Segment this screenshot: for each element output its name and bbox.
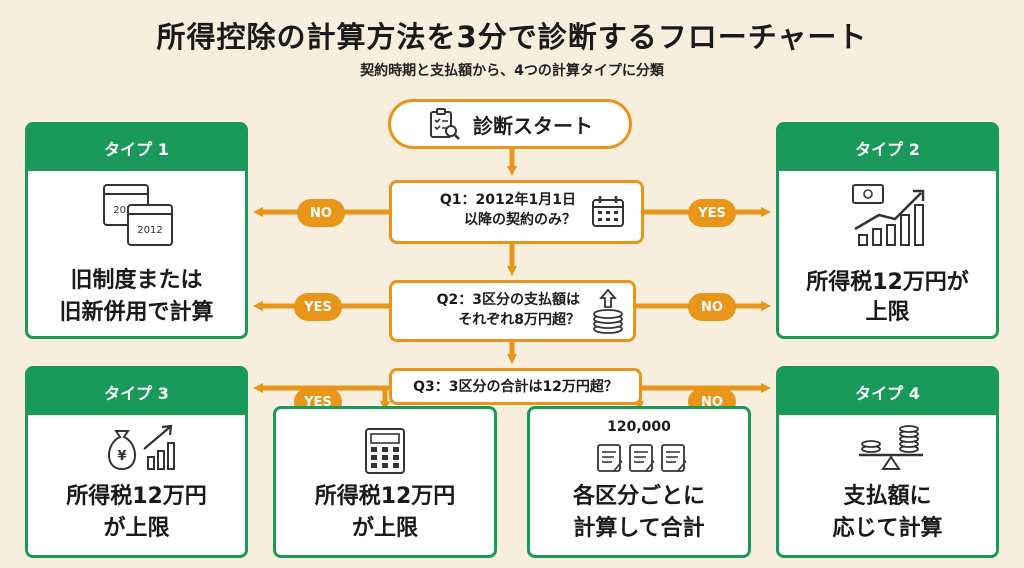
- clipboard-search-icon: [430, 108, 460, 140]
- calendars-icon: 2011 2012: [103, 184, 173, 246]
- yen-symbol-text: ¥: [117, 449, 126, 464]
- type1-header: タイプ 1: [28, 125, 245, 171]
- calendar-icon: [592, 196, 624, 227]
- type4-line1: 支払額に: [843, 484, 932, 509]
- type2-header: タイプ 2: [779, 125, 996, 171]
- type2-line2: 上限: [865, 300, 910, 325]
- pill-q1-yes: YES: [688, 199, 736, 227]
- q3-line1: Q3：3区分の合計は12万円超？: [413, 379, 618, 395]
- page-title: 所得控除の計算方法を3分で診断するフローチャート: [156, 20, 868, 54]
- coins-up-arrow-icon: [593, 288, 623, 334]
- result2-line1: 各区分ごとに: [572, 484, 705, 509]
- q2-line1: Q2：3区分の支払額は: [436, 292, 580, 308]
- receipts-icon: [597, 444, 687, 472]
- type3-line2: が上限: [103, 516, 170, 541]
- result1-line2: が上限: [351, 516, 418, 541]
- result1-line1: 所得税12万円: [314, 484, 456, 509]
- pill-q2-no: NO: [688, 293, 736, 321]
- money-growth-chart-icon: [852, 184, 925, 246]
- q1-line2: 以降の契約のみ？: [464, 212, 576, 228]
- money-bag-chart-icon: ¥: [108, 424, 175, 471]
- q2-line2: それぞれ8万円超？: [458, 312, 580, 328]
- start-node: 診断スタート: [388, 99, 632, 149]
- q1-line1: Q1：2012年1月1日: [439, 192, 576, 208]
- calculator-icon: [365, 428, 405, 474]
- type3-line1: 所得税12万円: [66, 484, 207, 509]
- result2-amount: 120,000: [607, 419, 671, 435]
- question-q3: Q3：3区分の合計は12万円超？: [389, 368, 642, 405]
- coin-balance-icon: [859, 425, 923, 470]
- pill-q2-yes: YES: [294, 293, 342, 321]
- result1-box: 所得税12万円 が上限: [273, 406, 497, 558]
- type2-box: タイプ 2 所得税12万円が 上限: [776, 122, 999, 339]
- result2-box: 120,000 各区分ごとに 計算して合計: [527, 406, 751, 558]
- start-label: 診断スタート: [473, 113, 593, 138]
- type4-line2: 応じて計算: [832, 516, 943, 541]
- type2-line1: 所得税12万円が: [806, 270, 969, 295]
- type1-line2: 旧新併用で計算: [59, 300, 214, 325]
- question-q2: Q2：3区分の支払額は それぞれ8万円超？: [389, 280, 636, 342]
- type1-line1: 旧制度または: [70, 268, 203, 293]
- calendar-2012-text: 2012: [137, 225, 162, 236]
- type1-box: タイプ 1 2011 2012 旧制度または 旧新併用で計算: [25, 122, 248, 339]
- type4-header: タイプ 4: [779, 369, 996, 415]
- page-subtitle: 契約時期と支払額から、4つの計算タイプに分類: [360, 63, 664, 79]
- result2-line2: 計算して合計: [573, 516, 705, 541]
- pill-q1-no: NO: [297, 199, 345, 227]
- question-q1: Q1：2012年1月1日 以降の契約のみ？: [389, 180, 644, 244]
- calendar-2011-text: 2011: [113, 205, 138, 216]
- type3-header: タイプ 3: [28, 369, 245, 415]
- type4-box: タイプ 4 支払額に 応じて計算: [776, 366, 999, 558]
- type3-box: タイプ 3 ¥ 所得税12万円 が上限: [25, 366, 248, 558]
